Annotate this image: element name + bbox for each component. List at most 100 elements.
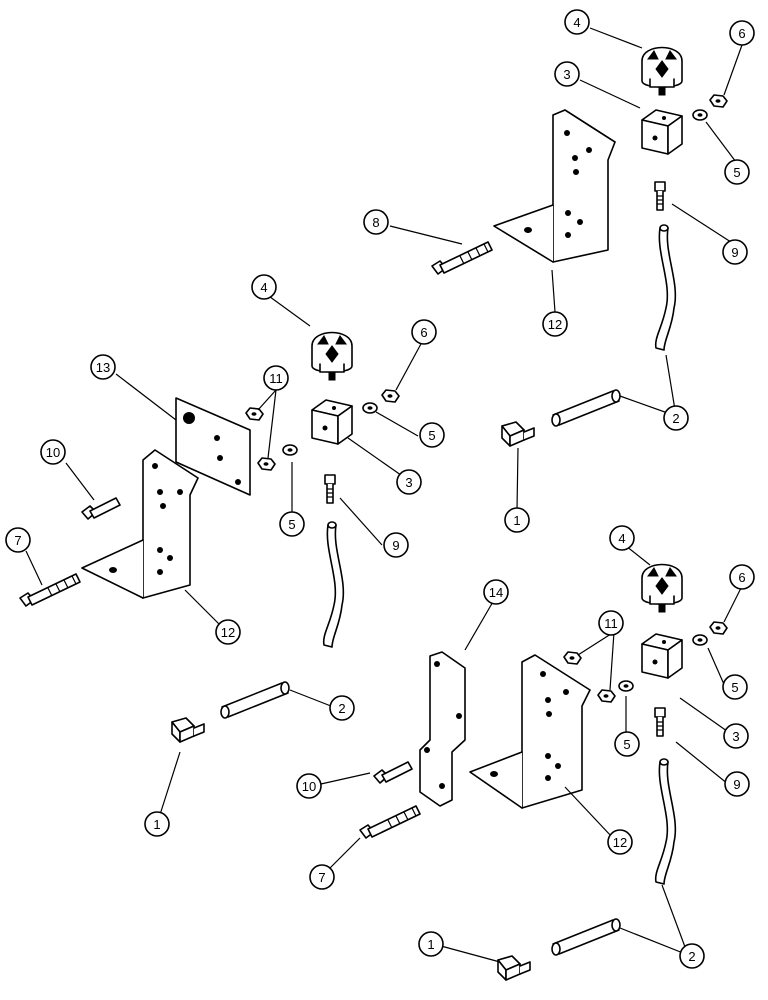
svg-text:13: 13 — [96, 360, 110, 375]
bracket-part-12 — [81, 449, 199, 599]
hose-part-2 — [322, 521, 345, 648]
isolator-block-part-3 — [641, 633, 683, 679]
nut-part-11 — [245, 407, 264, 421]
isolator-block-part-3 — [311, 399, 353, 445]
callout-7: 7 — [309, 864, 335, 890]
callout-2: 2 — [329, 695, 355, 721]
callout-3: 3 — [554, 61, 580, 87]
callout-3: 3 — [396, 469, 422, 495]
callout-11: 11 — [263, 365, 289, 391]
leader-lines — [25, 27, 743, 963]
bolt-part-7 — [19, 573, 81, 607]
nut-part-11 — [563, 651, 582, 665]
svg-text:4: 4 — [618, 531, 625, 546]
svg-text:6: 6 — [738, 570, 745, 585]
svg-text:12: 12 — [548, 317, 562, 332]
svg-text:1: 1 — [427, 937, 434, 952]
svg-text:14: 14 — [489, 585, 503, 600]
hose-part-2 — [654, 224, 677, 351]
callout-10: 10 — [296, 773, 322, 799]
svg-text:2: 2 — [688, 949, 695, 964]
callout-3: 3 — [723, 723, 749, 749]
callout-2: 2 — [663, 405, 689, 431]
mount-knob-part-4 — [311, 331, 353, 381]
bracket-part-12 — [493, 109, 616, 263]
washer-part-5 — [692, 634, 708, 646]
svg-text:4: 4 — [260, 280, 267, 295]
svg-text:8: 8 — [372, 215, 379, 230]
isolator-block-part-3 — [641, 109, 683, 155]
svg-text:5: 5 — [288, 517, 295, 532]
svg-text:6: 6 — [738, 26, 745, 41]
svg-text:12: 12 — [221, 625, 235, 640]
bolt-part-8 — [431, 241, 493, 275]
svg-text:5: 5 — [731, 680, 738, 695]
callouts: 4 6 3 5 8 9 12 4 6 13 11 5 2 10 3 1 9 7 … — [5, 9, 755, 969]
svg-text:2: 2 — [338, 701, 345, 716]
svg-text:9: 9 — [392, 538, 399, 553]
callout-10: 10 — [40, 439, 66, 465]
callout-12: 12 — [542, 311, 568, 337]
svg-text:5: 5 — [428, 428, 435, 443]
callout-14: 14 — [483, 579, 509, 605]
svg-text:5: 5 — [623, 737, 630, 752]
callout-12: 12 — [215, 619, 241, 645]
svg-text:3: 3 — [563, 67, 570, 82]
svg-text:9: 9 — [733, 777, 740, 792]
bolt-part-7 — [359, 805, 421, 839]
bolt-part-10 — [373, 761, 413, 784]
washer-part-5 — [282, 444, 298, 456]
svg-text:10: 10 — [302, 779, 316, 794]
callout-5: 5 — [419, 422, 445, 448]
nut-part-6 — [709, 621, 728, 635]
callout-12: 12 — [607, 829, 633, 855]
svg-text:4: 4 — [573, 15, 580, 30]
callout-5: 5 — [724, 159, 750, 185]
svg-text:1: 1 — [153, 817, 160, 832]
tube-part-2 — [220, 681, 290, 719]
callout-4: 4 — [609, 525, 635, 551]
bracket-part-12 — [469, 654, 591, 809]
stud-part-9 — [324, 474, 336, 504]
callout-6: 6 — [411, 319, 437, 345]
callout-6: 6 — [729, 20, 755, 46]
stud-part-9 — [654, 181, 666, 211]
svg-text:1: 1 — [513, 513, 520, 528]
plate-part-13 — [175, 397, 251, 496]
svg-text:7: 7 — [318, 870, 325, 885]
callout-9: 9 — [383, 532, 409, 558]
fitting-part-1 — [497, 955, 531, 981]
callout-9: 9 — [724, 771, 750, 797]
callout-9: 9 — [722, 239, 748, 265]
callout-2: 2 — [679, 943, 705, 969]
tube-part-2 — [551, 918, 621, 956]
svg-text:11: 11 — [269, 371, 283, 386]
mount-knob-part-4 — [641, 563, 683, 613]
assembly-top-right — [431, 46, 728, 447]
bolt-part-10 — [81, 497, 121, 520]
tube-part-2 — [551, 389, 621, 427]
fitting-part-1 — [501, 421, 535, 447]
svg-text:12: 12 — [613, 835, 627, 850]
fitting-part-1 — [171, 717, 205, 743]
svg-text:6: 6 — [420, 325, 427, 340]
callout-1: 1 — [144, 811, 170, 837]
svg-text:10: 10 — [46, 445, 60, 460]
callout-1: 1 — [418, 931, 444, 957]
callout-4: 4 — [251, 274, 277, 300]
callout-7: 7 — [5, 527, 31, 553]
callout-6: 6 — [729, 564, 755, 590]
nut-part-6 — [381, 389, 400, 403]
svg-text:7: 7 — [14, 533, 21, 548]
svg-text:11: 11 — [604, 616, 618, 631]
washer-part-5 — [692, 109, 708, 121]
hose-part-2 — [654, 758, 677, 885]
svg-text:5: 5 — [733, 165, 740, 180]
assembly-left — [19, 331, 400, 743]
stud-part-9 — [654, 707, 666, 737]
washer-part-5 — [362, 402, 378, 414]
callout-1: 1 — [504, 507, 530, 533]
svg-text:2: 2 — [672, 411, 679, 426]
callout-5: 5 — [722, 674, 748, 700]
